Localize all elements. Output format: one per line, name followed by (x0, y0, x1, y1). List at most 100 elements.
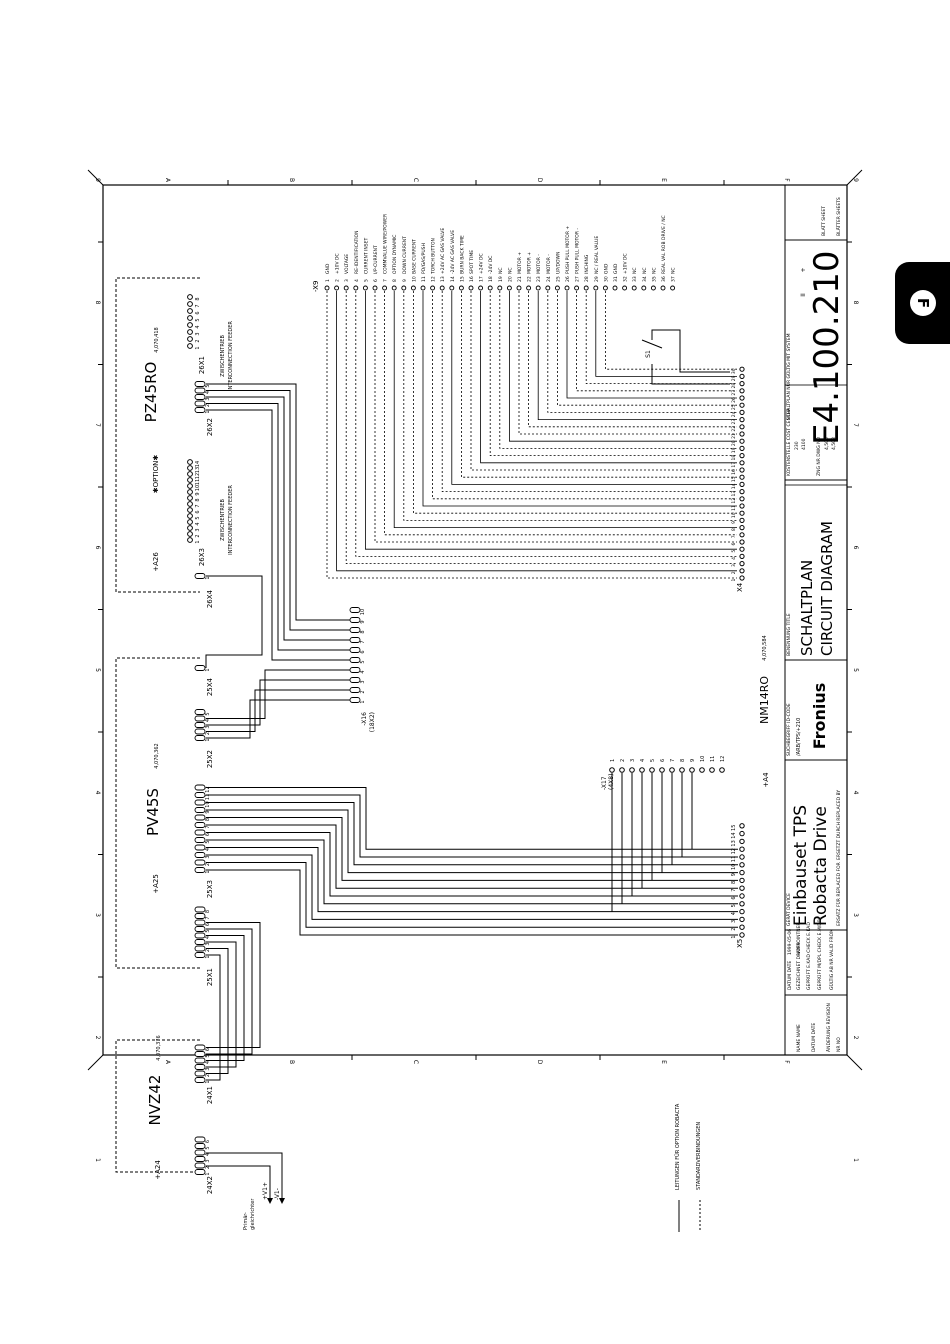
x16-pin: 7 (360, 640, 366, 643)
pv-to-nm-wire (206, 817, 738, 881)
nm-x4-pin: 9 (731, 521, 737, 524)
nvz-to-pv-wire (206, 922, 261, 1048)
nvz-24x1-terminal-pin: 2 (205, 1074, 211, 1077)
pz-26x2-terminal-pin: 3 (205, 397, 211, 400)
x9-pin-number: 16 (469, 276, 475, 282)
pv-25x3-terminal-pin: 11 (205, 794, 211, 800)
x16-pin: 8 (360, 630, 366, 633)
x9-signal-name: NC (651, 267, 657, 274)
x16-pin: 2 (360, 690, 366, 693)
x9-pin-number: 36 (661, 276, 667, 282)
x16-terminal (349, 697, 361, 703)
pv-to-nm-wire (206, 862, 738, 928)
nvz-to-pv-wire (206, 954, 221, 1081)
nm-x5-pin: 15 (731, 825, 737, 831)
pz-26x1-terminal-pin: 2 (195, 339, 201, 342)
pv-to-nm-wire (206, 847, 738, 913)
zng-a: 4,500 (824, 437, 830, 450)
x16-pin: 1 (360, 700, 366, 703)
nm-x4-terminal (739, 481, 745, 487)
x9-terminal (670, 285, 676, 291)
grid-number: 8 (852, 301, 859, 305)
x9-pin-number: 37 (671, 276, 677, 282)
supply-wire-plus (206, 1165, 271, 1198)
nm-x4-pin: 7 (731, 535, 737, 538)
supply-wire-minus (206, 1152, 283, 1198)
pv-25x3-terminal (194, 822, 206, 828)
x9-terminal (487, 285, 493, 291)
grid-number: 8 (94, 301, 101, 305)
nm-x4-pin: 19 (731, 447, 737, 453)
x9-pin-number: 28 (584, 276, 590, 282)
cost-a: 230 (794, 441, 800, 450)
switch-contact (641, 339, 663, 349)
x9-pin-number: 31 (613, 276, 619, 282)
nm-x4-pin: 13 (731, 491, 737, 497)
pv-25x3-terminal (194, 792, 206, 798)
x9-pin-number: 14 (450, 276, 456, 282)
x17-pin: 7 (670, 759, 676, 762)
x9-terminal (382, 285, 388, 291)
nvz-to-pv-wire (206, 928, 253, 1055)
x16-terminal (349, 607, 361, 613)
nvz-module-name: NVZ42 (146, 1075, 164, 1126)
switch-label: S1 (645, 350, 652, 358)
pz-26x1-terminal (187, 294, 193, 300)
x9-to-x4-wire (412, 291, 737, 514)
x17-terminal (679, 767, 685, 773)
x9-to-x4-wire (422, 291, 737, 507)
x9-to-x4-wire (345, 291, 737, 564)
x9-pin-number: 23 (536, 276, 542, 282)
x16-pin: 4 (360, 670, 366, 673)
pz-to-x16-wire (206, 396, 350, 641)
x9-terminal (631, 285, 637, 291)
supply-label: gleichrichter (250, 1198, 256, 1230)
title-r-check: GEPRÜFT E.KAD CHECK E.KAD (805, 922, 812, 990)
pz-26x3-terminal-pin: 6 (195, 510, 201, 513)
grid-number: 3 (852, 913, 859, 917)
replaced-for: ERSATZ FÜR REPLACED FOR (835, 862, 842, 926)
pz-to-x16-wire (206, 390, 350, 631)
pv-to-nm-wire (206, 802, 738, 866)
x17-pin: 6 (660, 759, 666, 762)
nvz-24x1-terminal-pin: 4 (205, 1061, 211, 1064)
nvz-24x1-terminal (194, 1070, 206, 1077)
title-h-date: DATUM DATE (811, 1023, 817, 1052)
nm-x4-pin: 17 (731, 462, 737, 468)
nm-x4-terminal (739, 366, 745, 372)
x9-to-x4-wire (489, 291, 737, 457)
pv-25x1-terminal-pin: 8 (205, 910, 211, 913)
pz-26x4-terminal-pin: 1 (205, 576, 211, 579)
drawing-frame (102, 184, 848, 1056)
x9-signal-name: INCHING (584, 254, 590, 274)
x9-signal-name: NC (507, 267, 513, 274)
pz-26x3-terminal (187, 507, 193, 513)
pz-26x3-terminal-pin: 5 (195, 516, 201, 519)
nvz-24x1-terminal (194, 1044, 206, 1051)
x9-pin-number: 25 (555, 276, 561, 282)
nm-x4-terminal (739, 395, 745, 401)
x17-label: -X17 (601, 776, 608, 790)
x9-to-x4-wire (460, 291, 737, 478)
nm-x4-terminal (739, 525, 745, 531)
supply-minus: -V1- (274, 1188, 281, 1200)
x9-terminal (612, 285, 618, 291)
supply-arrow (267, 1198, 273, 1204)
pz-26x1-terminal-pin: 1 (195, 346, 201, 349)
pz-26x3-terminal-pin: 10 (195, 485, 201, 491)
nvz-24x2-terminal-pin: 2 (205, 1166, 211, 1169)
nm-x5-pin: 5 (731, 904, 737, 907)
nvz-24x2-terminal (194, 1149, 206, 1156)
pz-module-ref: +A26 (152, 552, 160, 572)
x17-terminal (609, 767, 615, 773)
nm-x5-terminal (739, 823, 745, 829)
nm-x4-pin: 27 (731, 390, 737, 396)
grid-number: 5 (852, 668, 859, 672)
title-r-valid: GÜLTIG AB NR VALID FROM (828, 929, 835, 990)
grid-number: 7 (852, 423, 859, 427)
grid-number: 2 (852, 1036, 859, 1040)
x9-signal-name: GND (613, 263, 619, 274)
x9-signal-name: CURRENT INSET (363, 238, 369, 274)
pz-26x1-terminal (187, 301, 193, 307)
x9-pin-number: 19 (498, 276, 504, 282)
